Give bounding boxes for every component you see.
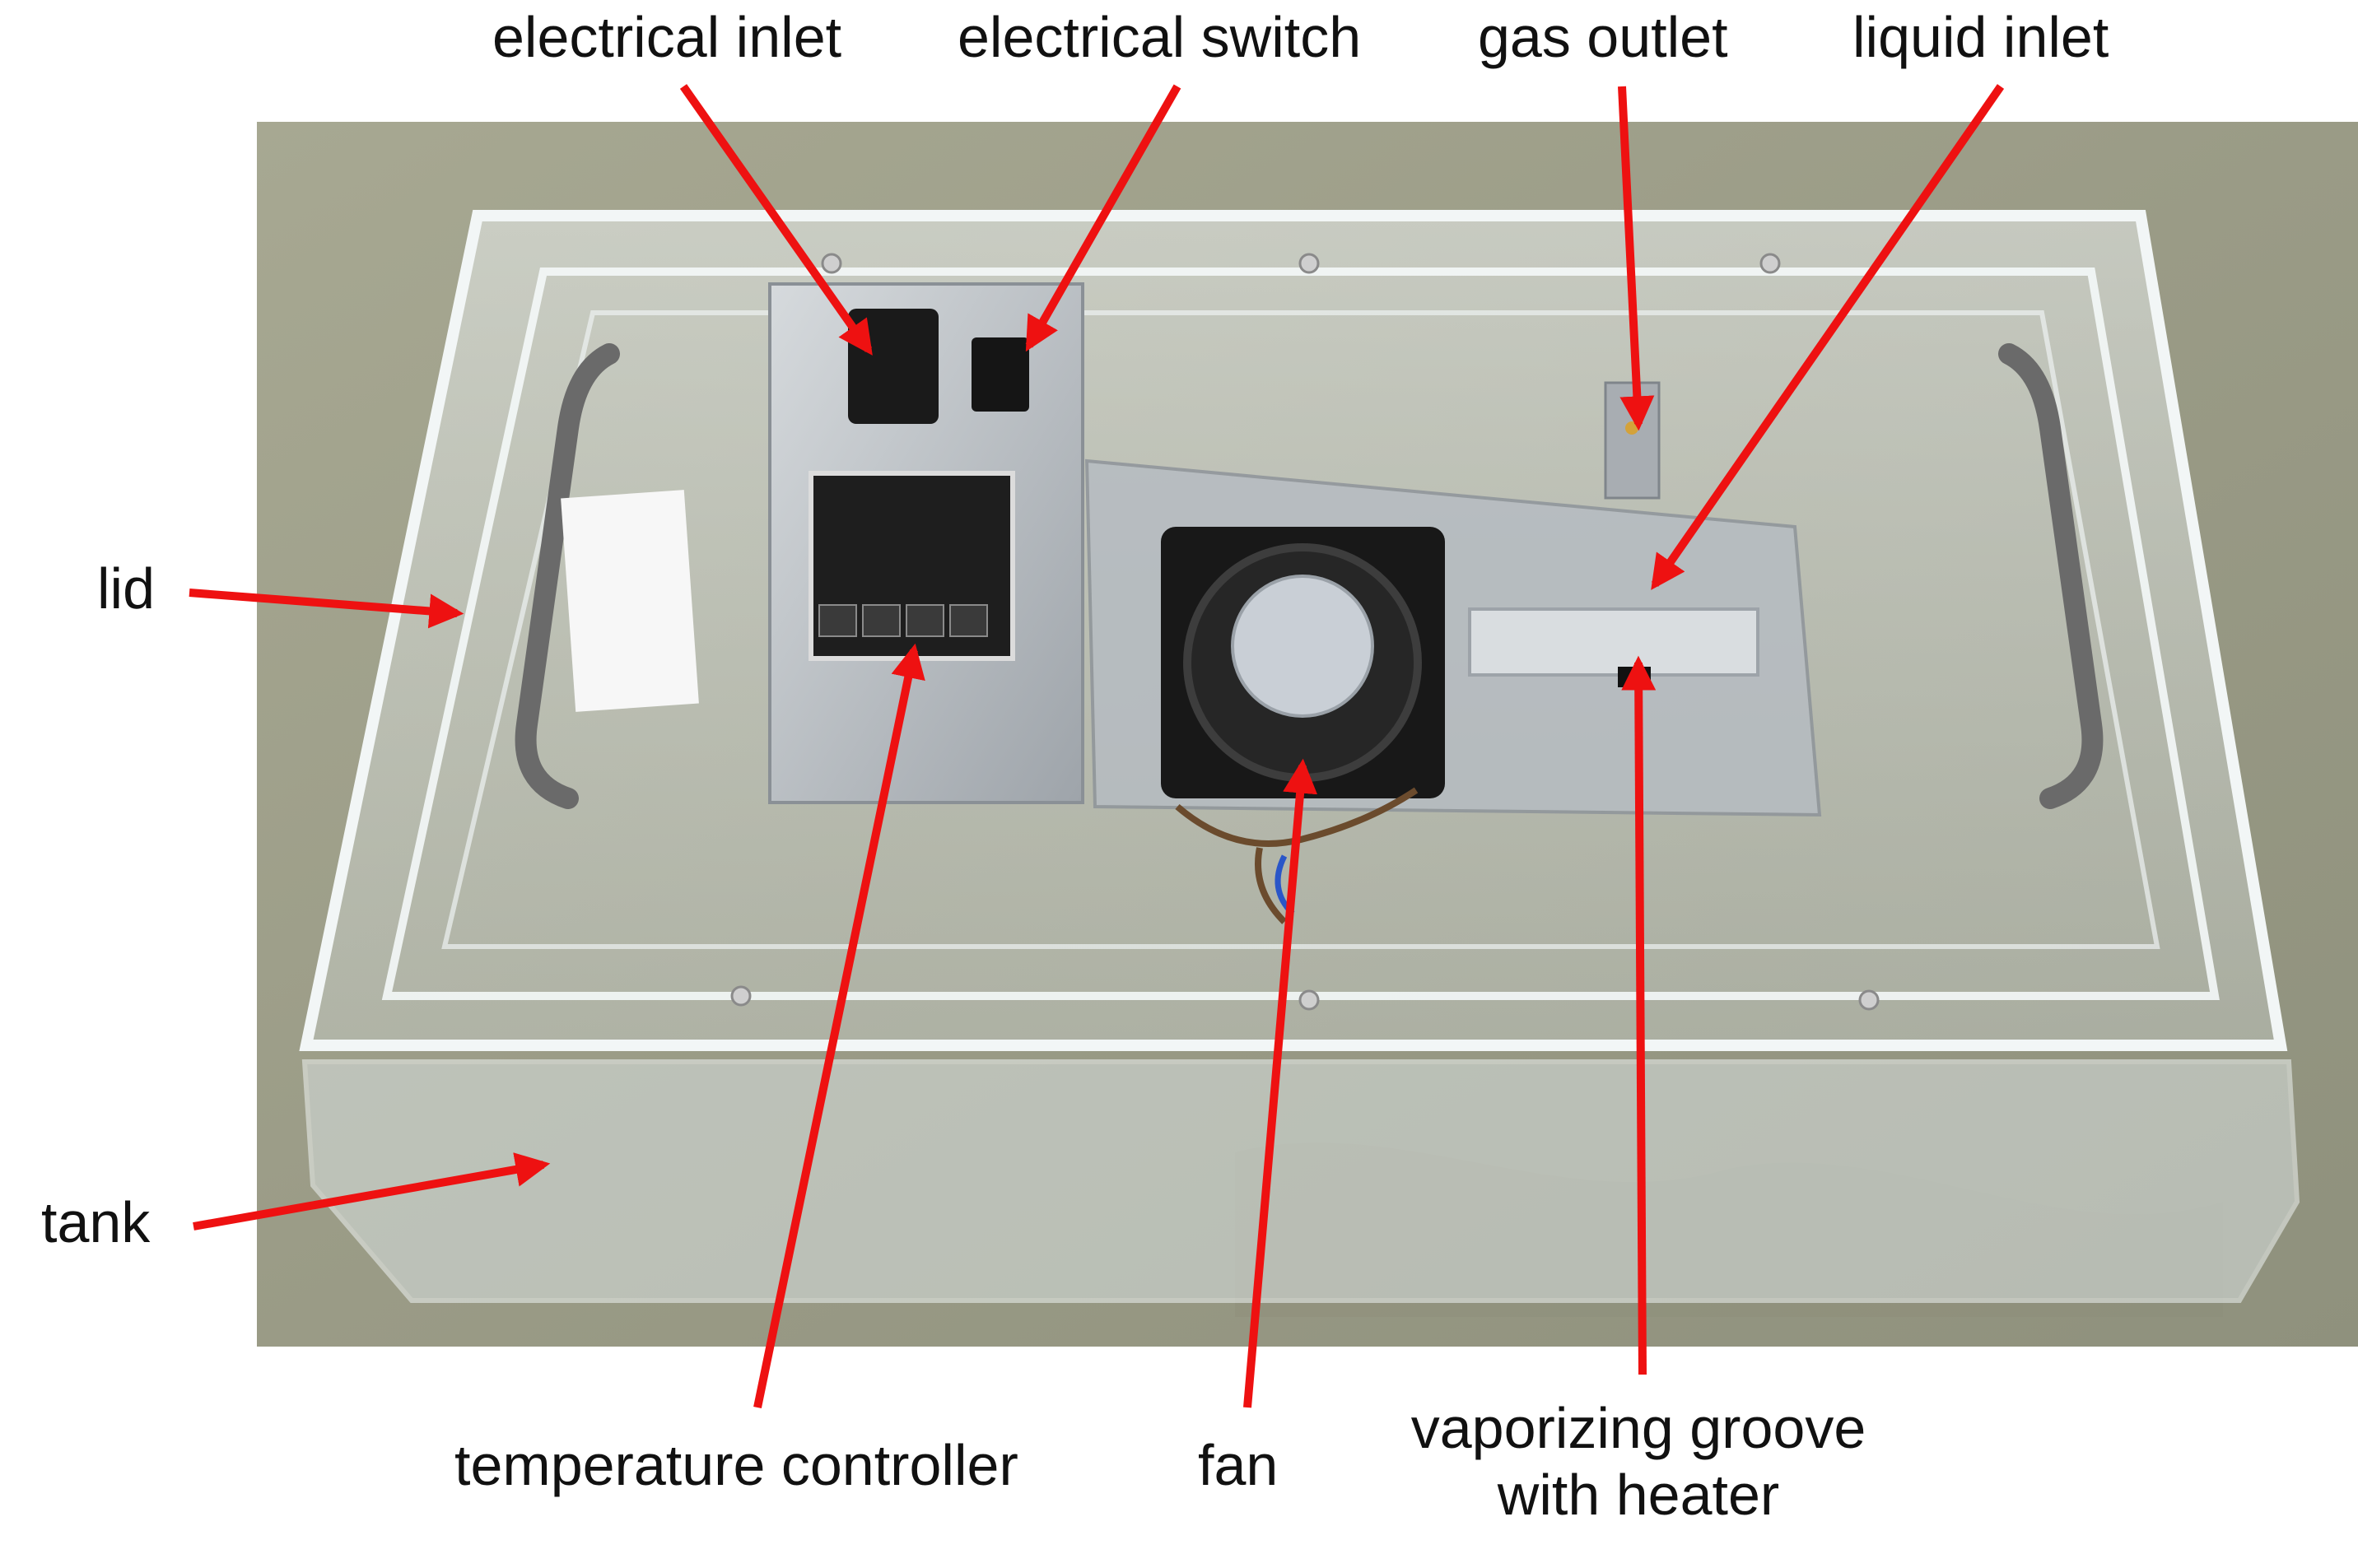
heater-element xyxy=(1618,667,1651,687)
arrow-electrical-inlet xyxy=(679,84,873,356)
lid-inner-frame xyxy=(381,268,2220,1000)
arrow-temperature-controller xyxy=(753,643,925,1409)
controller-buttons xyxy=(818,604,988,637)
right-handle xyxy=(1998,343,2104,809)
arrow-vaporizing-groove xyxy=(1621,655,1657,1375)
label-vaporizing-groove-line2: with heater xyxy=(1497,1462,1780,1527)
label-fan: fan xyxy=(1198,1433,1279,1497)
paper-sticker xyxy=(561,490,699,712)
arrow-electrical-switch xyxy=(1025,84,1181,352)
fan-hub-foil xyxy=(1231,575,1374,718)
label-gas-outlet: gas outlet xyxy=(1478,5,1728,69)
gas-outlet-block xyxy=(1604,381,1661,500)
label-electrical-switch: electrical switch xyxy=(958,5,1362,69)
label-lid: lid xyxy=(97,556,156,621)
tank-body xyxy=(301,1059,2300,1303)
arrow-liquid-inlet xyxy=(1651,84,2005,590)
left-handle xyxy=(515,343,620,809)
lid-inner-frame-2 xyxy=(441,310,2160,949)
arrow-gas-outlet xyxy=(1618,86,1655,431)
arrow-tank xyxy=(193,1152,551,1231)
electrical-switch-rocker xyxy=(972,337,1029,412)
vaporizing-groove xyxy=(1468,607,1759,677)
label-vaporizing-groove: vaporizing groove with heater xyxy=(1391,1395,1885,1528)
label-liquid-inlet: liquid inlet xyxy=(1852,5,2109,69)
electrical-inlet-socket xyxy=(848,309,939,424)
lid-screws xyxy=(730,253,1880,1011)
label-vaporizing-groove-line1: vaporizing groove xyxy=(1410,1396,1866,1460)
arrow-lid xyxy=(189,589,464,629)
label-temperature-controller: temperature controller xyxy=(454,1433,1018,1497)
arrow-fan xyxy=(1243,758,1318,1408)
label-electrical-inlet: electrical inlet xyxy=(492,5,842,69)
label-tank: tank xyxy=(41,1190,151,1254)
cables xyxy=(1175,787,1419,924)
